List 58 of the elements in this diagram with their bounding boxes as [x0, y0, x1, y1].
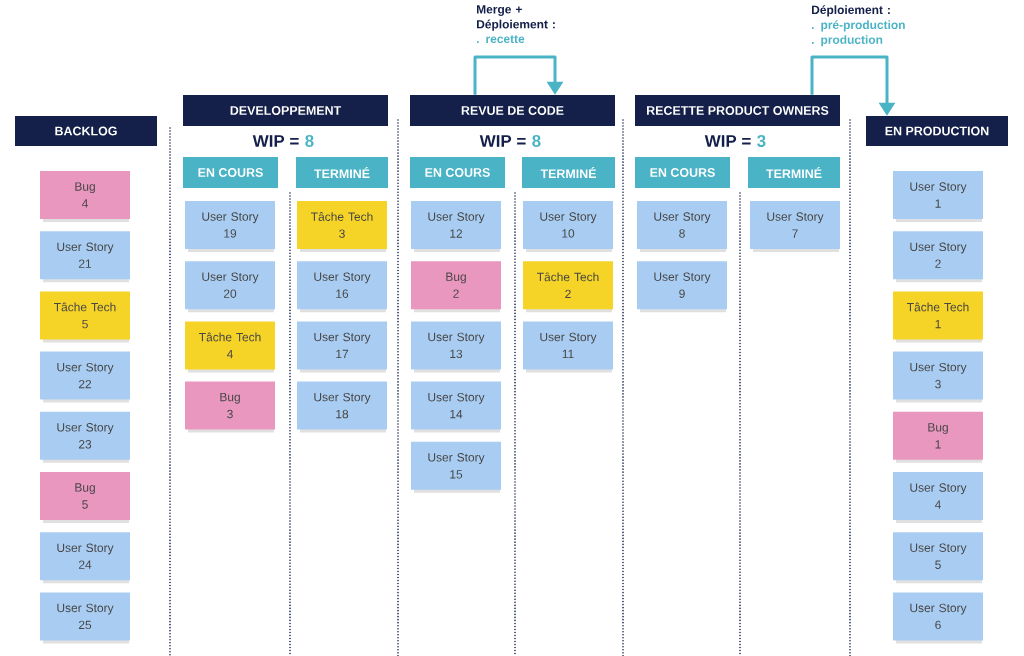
sticky-note: User Story 22	[40, 351, 130, 403]
wip-value: 8	[305, 135, 314, 147]
sticky-note: User Story 6	[893, 592, 983, 644]
sticky-note: User Story 1	[893, 171, 983, 222]
sticky-note: Bug 2	[411, 261, 501, 313]
sticky-note: Tâche Tech 4	[185, 321, 275, 373]
wip-label: WIP =	[704, 135, 751, 147]
sticky-note: User Story 21	[40, 231, 130, 283]
sticky-note: Bug 5	[40, 472, 130, 523]
annotation-text: . pré-production	[812, 20, 905, 32]
sub-column-header: TERMINÉ	[748, 157, 840, 188]
column-header: DEVELOPPEMENT	[183, 95, 388, 126]
sticky-note: User Story 9	[637, 261, 727, 313]
sticky-note: Tâche Tech 5	[40, 291, 130, 343]
sticky-note: Tâche Tech 3	[297, 201, 387, 252]
wip-label: WIP =	[252, 135, 299, 147]
sticky-note: User Story 11	[523, 321, 613, 373]
sticky-note: User Story 7	[750, 201, 840, 252]
sticky-note: Tâche Tech 1	[893, 291, 983, 343]
column-header: RECETTE PRODUCT OWNERS	[635, 95, 840, 126]
sticky-note: Bug 4	[40, 171, 130, 222]
sticky-note: User Story 20	[185, 261, 275, 313]
column-header: BACKLOG	[15, 116, 157, 146]
sticky-note: User Story 8	[637, 201, 727, 252]
sticky-note: User Story 5	[893, 532, 983, 584]
sticky-note: Bug 1	[893, 411, 983, 463]
sticky-note: Tâche Tech 2	[523, 261, 613, 313]
sticky-note: User Story 3	[893, 351, 983, 403]
sub-column-header: EN COURS	[410, 157, 505, 188]
wip-value: 8	[532, 135, 541, 147]
sticky-note: User Story 4	[893, 472, 983, 523]
arrow	[473, 55, 564, 95]
wip-label: WIP =	[479, 135, 526, 147]
sticky-note: User Story 12	[411, 201, 501, 252]
sticky-note: User Story 23	[40, 411, 130, 463]
wip-value: 3	[757, 135, 766, 147]
sticky-note: User Story 16	[297, 261, 387, 313]
sub-column-header: EN COURS	[635, 157, 730, 188]
sticky-note: User Story 14	[411, 381, 501, 433]
sticky-note: User Story 18	[297, 381, 387, 433]
sub-column-header: TERMINÉ	[296, 157, 388, 188]
sticky-note: User Story 19	[185, 201, 275, 252]
annotation-text: . production	[812, 35, 883, 47]
sticky-note: User Story 2	[893, 231, 983, 283]
annotation-text: Merge + Déploiement :	[477, 5, 555, 31]
sticky-note: User Story 10	[523, 201, 613, 252]
column-header: REVUE DE CODE	[410, 95, 615, 126]
annotation-text: . recette	[477, 35, 525, 44]
sticky-note: User Story 17	[297, 321, 387, 373]
sticky-note: User Story 15	[411, 441, 501, 493]
column-header: EN PRODUCTION	[866, 116, 1008, 146]
sticky-note: Bug 3	[185, 381, 275, 433]
sub-column-header: TERMINÉ	[522, 157, 615, 188]
sticky-note: User Story 24	[40, 532, 130, 584]
sticky-note: User Story 13	[411, 321, 501, 373]
annotation-text: Déploiement :	[812, 5, 890, 17]
sub-column-header: EN COURS	[183, 157, 278, 188]
sticky-note: User Story 25	[40, 592, 130, 644]
